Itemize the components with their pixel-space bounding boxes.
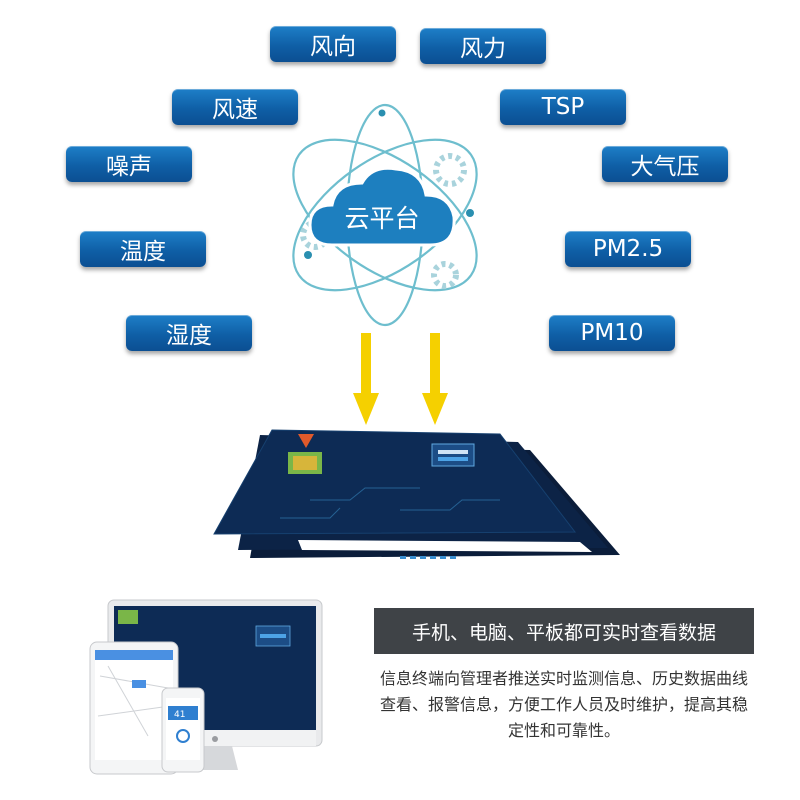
tag-pressure: 大气压	[602, 146, 728, 182]
tag-pm25: PM2.5	[565, 231, 691, 267]
tablet	[89, 641, 179, 775]
feature-description: 信息终端向管理者推送实时监测信息、历史数据曲线查看、报警信息，方便工作人员及时维…	[379, 669, 748, 740]
tag-wind-speed: 风速	[172, 89, 298, 125]
feature-headline: 手机、电脑、平板都可实时查看数据	[374, 608, 754, 654]
phone: 41	[161, 687, 205, 773]
devices-illustration: 41	[89, 599, 323, 775]
tag-humidity: 湿度	[126, 315, 252, 351]
tag-wind-direction: 风向	[270, 26, 396, 62]
down-arrow-icon	[422, 333, 448, 425]
cloud-label: 云平台	[344, 204, 419, 233]
cloud-platform-graphic: 云平台	[292, 103, 478, 327]
tag-tsp: TSP	[500, 89, 626, 125]
down-arrow-icon	[353, 333, 379, 425]
phone-reading: 41	[174, 710, 185, 720]
dashboard-screens-illustration	[213, 429, 620, 559]
tag-temperature: 温度	[80, 231, 206, 267]
tag-noise: 噪声	[66, 146, 192, 182]
cloud-icon	[308, 166, 456, 247]
tag-pm10: PM10	[549, 315, 675, 351]
tag-wind-force: 风力	[420, 28, 546, 64]
